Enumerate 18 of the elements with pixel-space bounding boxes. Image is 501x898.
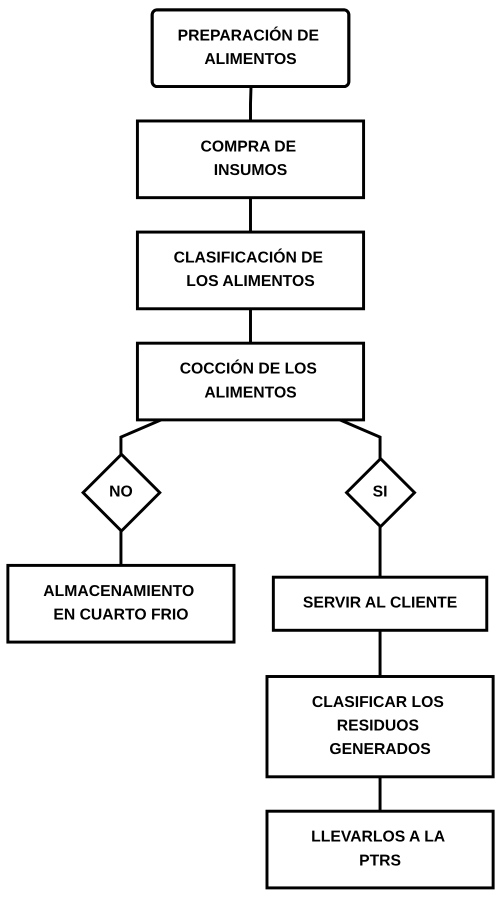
node-box: CLASIFICAR LOS RESIDUOS GENERADOS (266, 675, 495, 778)
node-box: LLEVARLOS A LA PTRS (266, 810, 495, 890)
connector (249, 198, 252, 232)
connector (249, 308, 252, 344)
node-diamond: NO (81, 452, 162, 534)
connector (378, 526, 382, 578)
connector (378, 630, 382, 677)
node-box: COMPRA DE INSUMOS (136, 120, 366, 200)
node-box: CLASIFICACIÓN DE LOS ALIMENTOS (136, 230, 366, 310)
connector (249, 87, 252, 122)
connector (119, 418, 162, 454)
node-box: ALMACENAMIENTO EN CUARTO FRIO (6, 564, 236, 644)
node-box: COCCIÓN DE LOS ALIMENTOS (136, 342, 366, 422)
connector (339, 418, 382, 459)
node-diamond: SI (344, 456, 417, 529)
connector (119, 531, 122, 566)
node-box: SERVIR AL CLIENTE (272, 576, 488, 632)
connector (378, 776, 382, 812)
